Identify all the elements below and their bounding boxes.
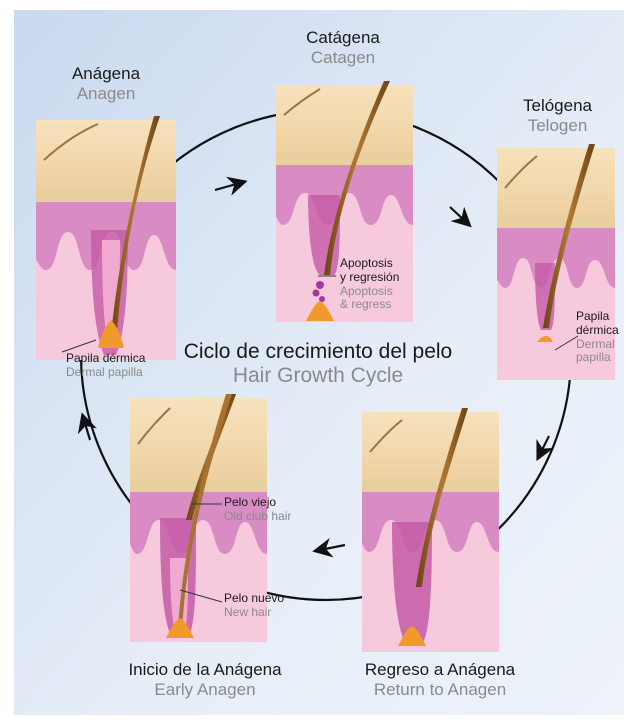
annotation-new-hair: Pelo nuevo New hair <box>224 592 284 620</box>
cycle-title: Ciclo de crecimiento del pelo Hair Growt… <box>168 340 468 388</box>
annotation-anagen-papilla: Papila dérmica Dermal papilla <box>66 352 145 380</box>
annotation-old-hair: Pelo viejo Old club hair <box>224 496 291 524</box>
phase-label-telogen: Telógena Telogen <box>495 96 620 135</box>
panel-return-anagen <box>362 408 499 652</box>
phase-label-anagen: Anágena Anagen <box>36 64 176 103</box>
annotation-telogen-papilla: Papila dérmica Dermal papilla <box>576 310 619 365</box>
annotation-catagen: Apoptosis y regresión Apoptosis & regres… <box>340 257 399 312</box>
phase-label-return-anagen: Regreso a Anágena Return to Anagen <box>355 660 525 699</box>
panel-anagen <box>36 116 176 360</box>
title-es: Ciclo de crecimiento del pelo <box>168 340 468 364</box>
phase-label-catagen: Catágena Catagen <box>268 28 418 67</box>
phase-label-early-anagen: Inicio de la Anágena Early Anagen <box>100 660 310 699</box>
title-en: Hair Growth Cycle <box>168 364 468 388</box>
